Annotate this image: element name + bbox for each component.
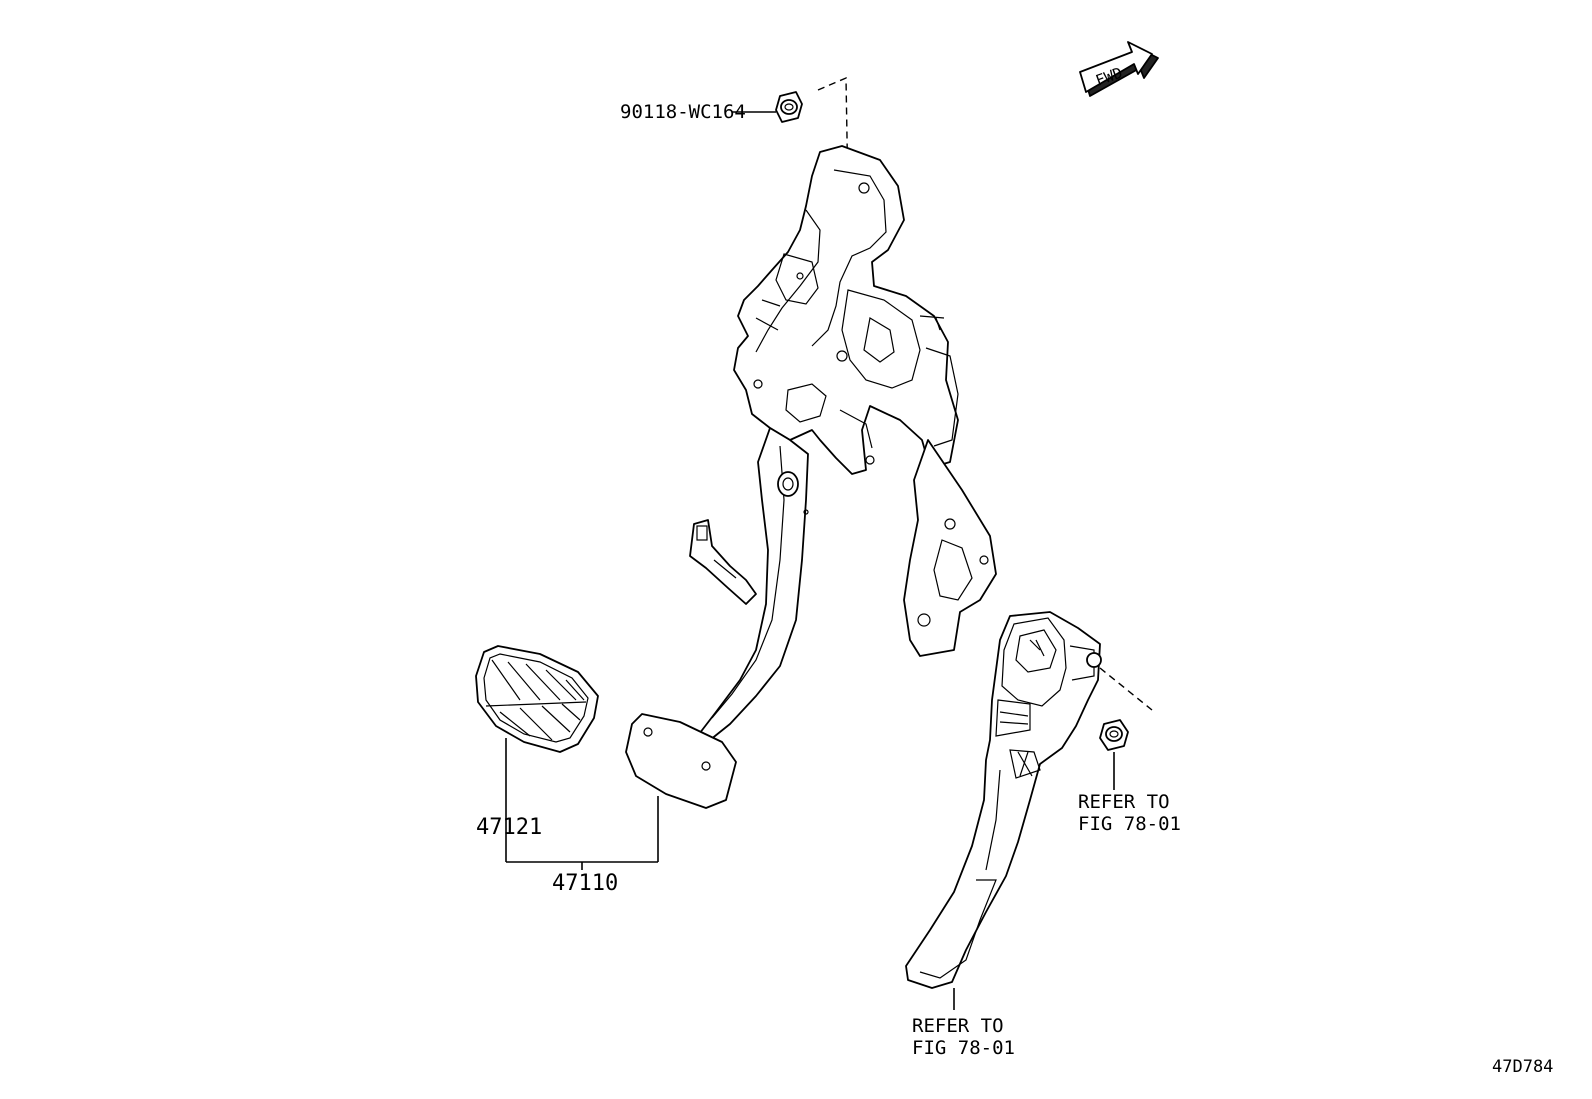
bracket-lower-plate [903,439,997,657]
part-number-47121: 47121 [476,815,542,840]
fig-78-01-right: FIG 78-01 [1078,813,1181,835]
part-number-90118-wc164: 90118-WC164 [620,101,746,123]
dashed-guide-accel [1099,667,1153,711]
figure-code: 47D784 [1492,1057,1553,1077]
fig-78-01-bottom: FIG 78-01 [912,1037,1015,1059]
part-number-47110: 47110 [552,871,618,896]
nut-accelerator [1099,719,1129,751]
refer-to-right: REFER TO [1078,791,1170,813]
brake-pedal-arm [695,427,809,741]
switch-bracket [689,519,757,605]
pedal-pad-47121 [475,645,599,753]
fwd-arrow-icon: FWD [1079,41,1159,97]
refer-to-bottom: REFER TO [912,1015,1004,1037]
leader-lines-pedal [505,738,659,870]
brake-pedal-pad [625,713,737,809]
pedal-bracket [733,145,959,475]
accelerator-pedal [905,611,1102,989]
nut-top [775,91,803,123]
